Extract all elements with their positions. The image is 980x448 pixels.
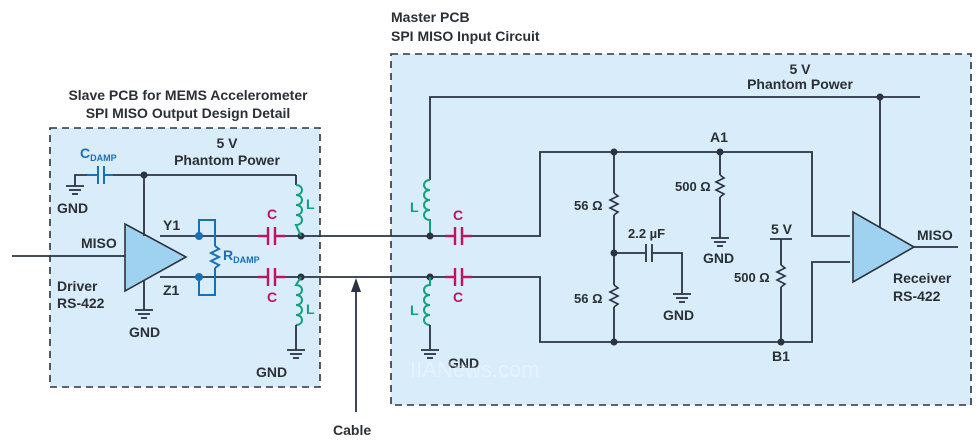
receiver-label-line1: Receiver <box>893 270 952 286</box>
ground-icon <box>66 185 84 195</box>
node-b1-label: B1 <box>772 348 790 364</box>
cap-label: C <box>453 289 463 305</box>
gnd-label: GND <box>57 200 88 216</box>
driver-amplifier <box>124 222 188 293</box>
resistor-500-a1 <box>714 174 726 198</box>
master-phantom-power-rail <box>429 96 920 180</box>
inductor-label: L <box>306 196 315 212</box>
resistor-56-top-label: 56 Ω <box>574 198 603 213</box>
inductor-label: L <box>410 199 419 215</box>
ground-icon <box>421 349 439 359</box>
gnd-label: GND <box>703 250 734 266</box>
ground-icon <box>711 237 729 247</box>
capacitor-2-2uf-label: 2.2 µF <box>628 226 665 241</box>
ground-icon <box>135 309 153 319</box>
receiver-amplifier <box>852 210 916 284</box>
slave-power-line2: Phantom Power <box>174 152 280 168</box>
receiver-label-line2: RS-422 <box>893 288 941 304</box>
cable-label: Cable <box>333 422 371 438</box>
master-inductor-bottom <box>423 277 431 326</box>
cap-label: C <box>267 206 277 222</box>
watermark: IIANews.com <box>410 357 540 382</box>
rdamp-resistor <box>208 245 222 269</box>
resistor-500-b1 <box>775 264 787 288</box>
resistor-56-bottom-label: 56 Ω <box>574 291 603 306</box>
master-inductor-top <box>423 179 431 236</box>
receiver-miso-label: MISO <box>917 227 953 243</box>
resistor-56-top <box>608 192 620 216</box>
master-power-line1: 5 V <box>789 61 811 77</box>
master-power-line2: Phantom Power <box>747 76 853 92</box>
gnd-label: GND <box>448 355 479 371</box>
cap-label: C <box>267 289 277 305</box>
slave-title-line1: Slave PCB for MEMS Accelerometer <box>68 87 308 103</box>
gnd-label: GND <box>256 364 287 380</box>
inductor-label: L <box>410 302 419 318</box>
slave-power-line1: 5 V <box>216 135 238 151</box>
gnd-label: GND <box>663 307 694 323</box>
node-a1-label: A1 <box>710 129 728 145</box>
line-b1 <box>472 261 850 343</box>
gnd-label: GND <box>129 324 160 340</box>
driver-label-line2: RS-422 <box>57 295 105 311</box>
5v-pullup-label: 5 V <box>771 221 793 237</box>
inductor-label: L <box>306 301 315 317</box>
slave-inductor-top <box>294 184 303 237</box>
y1-label: Y1 <box>163 217 180 233</box>
resistor-500-a1-label: 500 Ω <box>675 179 711 194</box>
resistor-56-bottom <box>608 284 620 308</box>
slave-title-line2: SPI MISO Output Design Detail <box>86 105 291 121</box>
ground-icon <box>673 293 691 303</box>
line-a1 <box>472 151 850 237</box>
ground-icon <box>287 349 305 359</box>
resistor-500-b1-label: 500 Ω <box>734 270 770 285</box>
z1-label: Z1 <box>163 282 180 298</box>
master-title-line2: SPI MISO Input Circuit <box>391 28 540 44</box>
cap-label: C <box>453 207 463 223</box>
slave-inductor-bottom <box>294 276 303 326</box>
rdamp-label: RDAMP <box>223 247 260 265</box>
master-title-line1: Master PCB <box>391 9 470 25</box>
cdamp-label: CDAMP <box>80 145 117 163</box>
driver-label-line1: Driver <box>57 278 98 294</box>
miso-label: MISO <box>81 235 117 251</box>
